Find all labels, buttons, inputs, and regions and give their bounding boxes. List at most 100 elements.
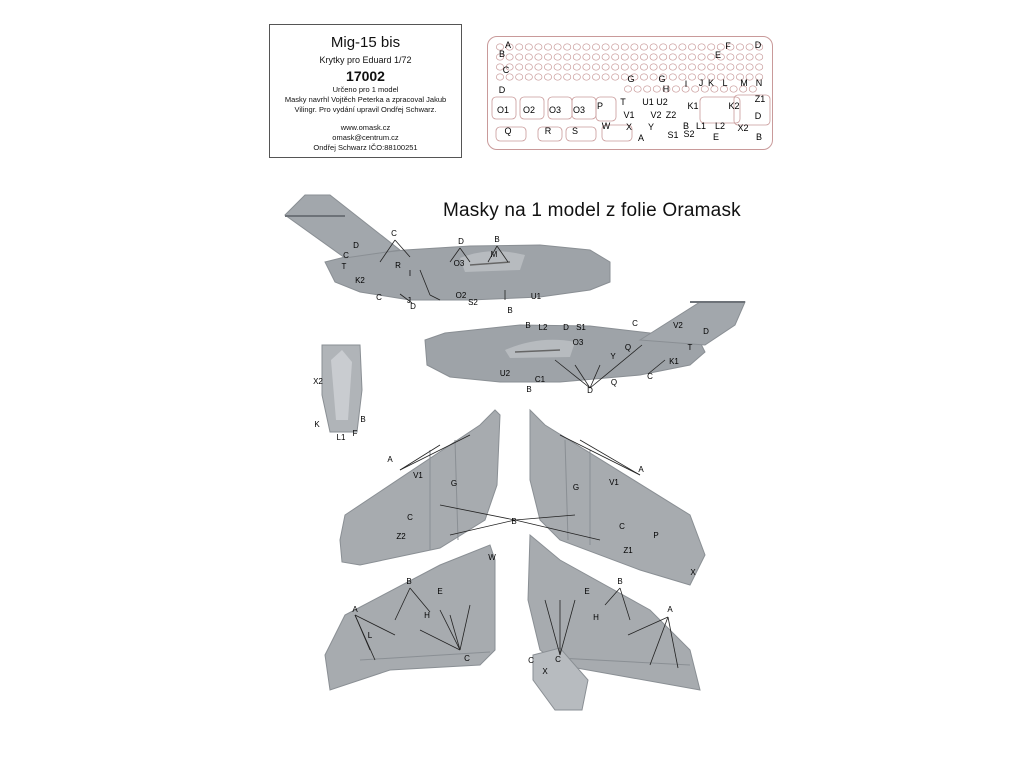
mask-cutout [659,73,668,81]
mask-cutout [748,85,757,93]
callout-line [554,359,591,389]
side-bottom-label: B [525,321,530,330]
mask-cutout [563,63,572,71]
callout-line [667,616,679,669]
wing-lower-left-label: W [488,553,496,562]
mask-cutout [681,85,690,93]
callout-line [559,434,641,476]
callout-line [647,359,666,375]
mask-cutout [652,85,661,93]
mask-cutout [601,73,610,81]
callout-line [619,587,631,621]
mask-shape [601,124,633,142]
callout-line [439,609,461,651]
mask-cutout [745,43,754,51]
side-top-label: R [395,261,401,270]
sheet-label: S [572,126,578,136]
mask-shape [519,96,545,120]
sheet-label: R [545,126,552,136]
mask-cutout [534,63,543,71]
mask-cutout [710,85,719,93]
mask-cutout [726,63,735,71]
mask-cutout [707,53,716,61]
sheet-label: W [602,121,611,131]
mask-cutout [726,53,735,61]
sheet-label: T [620,97,626,107]
sheet-label: O2 [523,105,535,115]
mask-cutout [544,63,552,71]
wing-lower-left [324,544,496,691]
mask-cutout [630,53,639,61]
sheet-label: B [499,49,505,59]
side-bottom-label: C [632,319,638,328]
side-bottom-label: D [563,323,569,332]
callout-line [449,614,461,651]
mask-cutout [755,63,764,71]
wing-upper-left-label: G [451,479,457,488]
mask-cutout [553,43,562,51]
mask-cutout [515,73,524,81]
mask-cutout [505,63,514,71]
mask-cutout [524,43,533,51]
mask-cutout [755,53,764,61]
mask-cutout [601,53,610,61]
mask-cutout [716,43,725,51]
sheet-label: X [626,122,632,132]
side-top-label: C [343,251,349,260]
mask-cutout [668,63,677,71]
callout-line [627,616,669,636]
side-bottom-label: D [587,386,593,395]
wing-upper-left-label: V1 [413,471,423,480]
mask-cutout [649,43,658,51]
sheet-label: D [499,85,506,95]
header-line-3: Vilingr. Pro vydání upravil Ondřej Schwa… [294,105,437,114]
wing-lower-left-label: C [464,654,470,663]
wing-upper-right-label: C [619,522,625,531]
side-top-label: D [410,302,416,311]
mask-cutout [755,73,764,81]
side-bottom-label: C [647,372,653,381]
sheet-label: K2 [728,101,739,111]
sheet-label: E [715,50,721,60]
fuselage-side-bottom [424,301,746,383]
mask-cutout [633,85,642,93]
mask-cutout [668,73,677,81]
mask-cutout [620,53,629,61]
mask-cutout [582,53,591,61]
sheet-label: O3 [573,105,585,115]
mask-cutout [736,53,744,61]
callout-line [544,599,561,656]
mask-cutout [524,53,533,61]
sheet-label: Z1 [755,94,766,104]
wing-upper-right-label: A [638,465,644,474]
mask-shape [595,96,617,122]
mask-cutout [582,43,591,51]
sheet-label: N [756,78,763,88]
mask-cutout [716,53,725,61]
sheet-label: K1 [687,101,698,111]
mask-shape [733,94,771,126]
callout-lines [354,239,679,669]
mask-cutout [572,73,581,81]
mask-cutout [678,63,687,71]
mask-cutout [716,73,725,81]
mask-cutout [688,53,696,61]
tail-label: K [314,420,320,429]
mask-cutout [544,43,552,51]
sheet-label: A [638,133,644,143]
mask-cutout [601,43,610,51]
mask-cutout [592,63,600,71]
callout-line [399,434,471,471]
side-bottom-label: U2 [500,369,511,378]
callout-line [419,629,461,651]
callout-line [354,614,396,636]
mask-cutout [649,63,658,71]
sheet-label: Q [504,126,511,136]
sheet-label: D [755,40,762,50]
mask-cutout [678,73,687,81]
mask-cutout [630,73,639,81]
callout-line [589,344,643,389]
mask-cutout [707,73,716,81]
